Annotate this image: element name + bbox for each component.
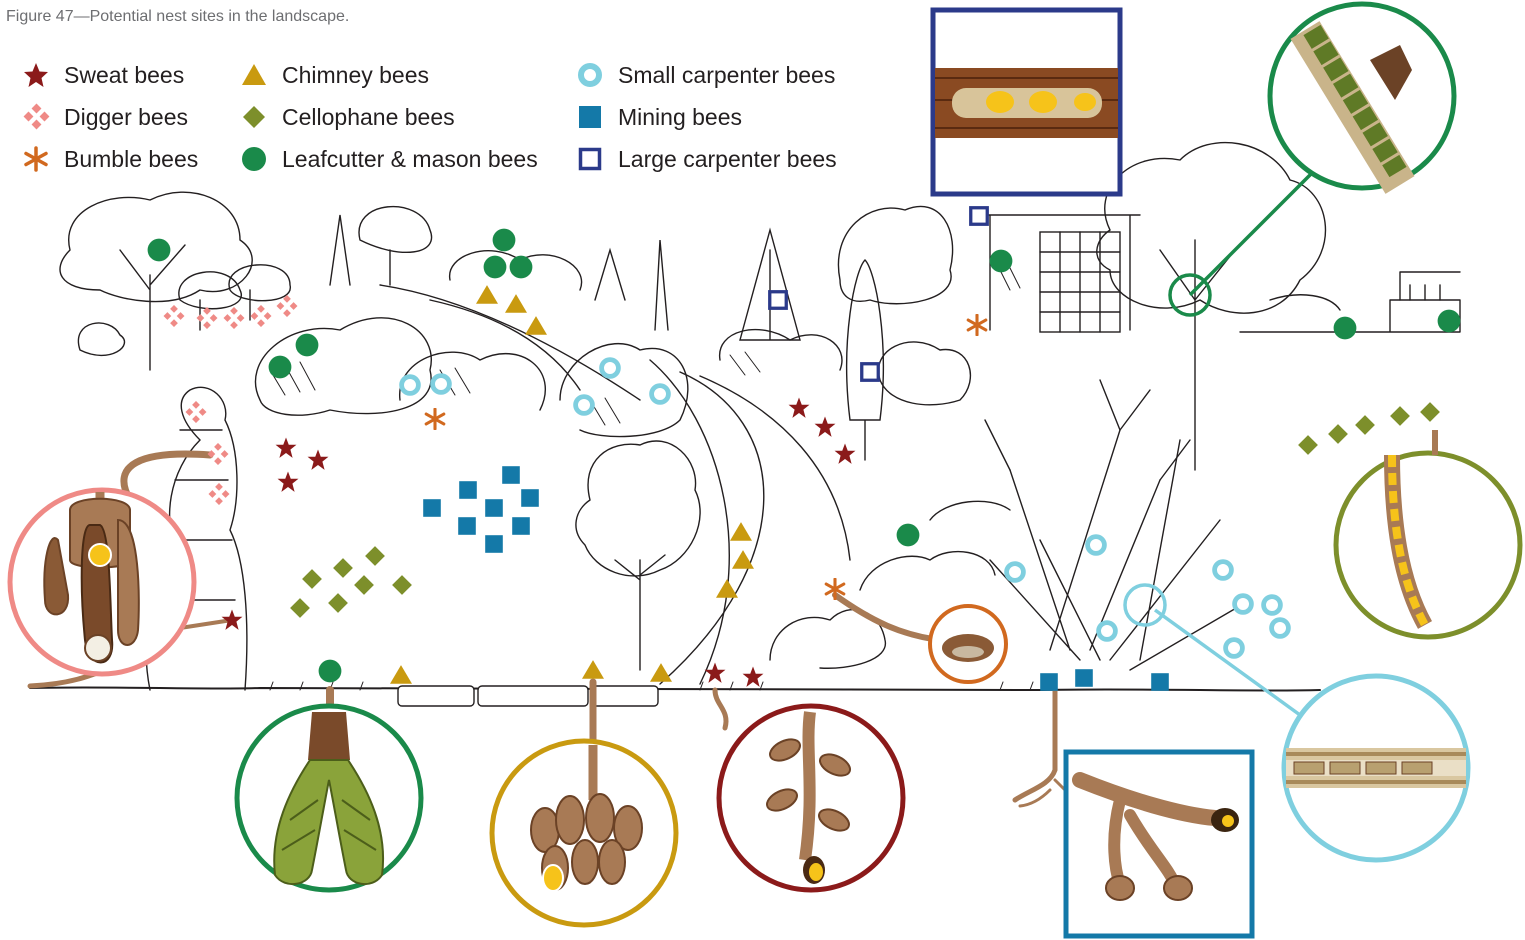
small-carpenter-bee-marker bbox=[402, 377, 419, 394]
small-carpenter-bee-marker bbox=[602, 360, 619, 377]
small-carpenter-bee-marker bbox=[576, 397, 593, 414]
mining-bee-marker bbox=[1075, 669, 1093, 687]
small-carpenter-bee-marker bbox=[1088, 537, 1105, 554]
cellophane-bee-marker bbox=[328, 593, 348, 613]
sweat-bee-marker bbox=[308, 450, 329, 470]
mining-bee-marker bbox=[512, 517, 530, 535]
leafcutter-mason-bee-marker bbox=[269, 356, 292, 379]
cellophane-bee-marker bbox=[1298, 435, 1318, 455]
small-carpenter-bee-marker bbox=[1099, 623, 1116, 640]
large-carpenter-bee-marker bbox=[971, 208, 988, 225]
cellophane-bee-marker bbox=[333, 558, 353, 578]
bumble-bee-nest-inset bbox=[930, 606, 1006, 682]
sweat-bee-marker bbox=[276, 438, 297, 458]
leafcutter-mason-bee-marker bbox=[148, 239, 171, 262]
cellophane-bee-marker bbox=[365, 546, 385, 566]
small-carpenter-bee-marker bbox=[1215, 562, 1232, 579]
small-carpenter-bee-marker bbox=[433, 376, 450, 393]
cellophane-bee-marker bbox=[1420, 402, 1440, 422]
cellophane-bee-marker bbox=[302, 569, 322, 589]
chimney-bee-marker bbox=[716, 579, 738, 598]
chimney-bee-marker bbox=[582, 660, 604, 679]
cellophane-bee-marker bbox=[354, 575, 374, 595]
chimney-bee-marker bbox=[525, 316, 547, 335]
leafcutter-mason-bee-marker bbox=[897, 524, 920, 547]
mining-bee-marker bbox=[459, 481, 477, 499]
bumble-bee-marker bbox=[968, 315, 986, 335]
cellophane-bee-marker bbox=[290, 598, 310, 618]
sweat-bee-marker bbox=[835, 444, 856, 464]
leafcutter-mason-bee-marker bbox=[296, 334, 319, 357]
small-carpenter-nest-highlight bbox=[1125, 585, 1165, 625]
small-carpenter-bee-marker bbox=[1226, 640, 1243, 657]
mining-bee-marker bbox=[1151, 673, 1169, 691]
digger-bee-marker bbox=[224, 307, 245, 329]
sweat-bee-marker bbox=[278, 472, 299, 492]
large-carpenter-bee-marker bbox=[770, 292, 787, 309]
chimney-bee-marker bbox=[505, 294, 527, 313]
leafcutter-mason-bee-marker bbox=[1334, 317, 1357, 340]
large-carpenter-bee-marker bbox=[862, 364, 879, 381]
digger-bee-marker bbox=[164, 305, 185, 327]
chimney-bee-marker bbox=[390, 665, 412, 684]
sweat-bee-nest-inset bbox=[719, 706, 903, 890]
mining-bee-marker bbox=[458, 517, 476, 535]
mining-bee-marker bbox=[485, 535, 503, 553]
sweat-bee-marker bbox=[815, 417, 836, 437]
small-carpenter-bee-marker bbox=[1264, 597, 1281, 614]
leafcutter-stem-nest-inset bbox=[1270, 4, 1454, 188]
digger-bee-marker bbox=[209, 483, 230, 505]
small-carpenter-bee-marker bbox=[1007, 564, 1024, 581]
leafcutter-mason-bee-marker bbox=[493, 229, 516, 252]
small-carpenter-bee-nest-inset bbox=[1284, 676, 1468, 860]
small-carpenter-bee-marker bbox=[1272, 620, 1289, 637]
mining-bee-marker bbox=[521, 489, 539, 507]
mining-bee-marker bbox=[485, 499, 503, 517]
sweat-bee-marker bbox=[789, 398, 810, 418]
cellophane-bee-marker bbox=[392, 575, 412, 595]
chimney-bee-marker bbox=[730, 522, 752, 541]
cellophane-bee-marker bbox=[1355, 415, 1375, 435]
leafcutter-mason-bee-marker bbox=[484, 256, 507, 279]
leafcutter-mason-bee-marker bbox=[990, 250, 1013, 273]
mining-bee-marker bbox=[423, 499, 441, 517]
digger-bee-marker bbox=[186, 401, 207, 423]
leafcutter-mason-bee-marker bbox=[319, 660, 342, 683]
landscape-line-art bbox=[30, 143, 1460, 706]
leafcutter-mason-bee-marker bbox=[510, 256, 533, 279]
leafcutter-ground-nest-inset bbox=[237, 706, 421, 890]
chimney-bee-marker bbox=[732, 550, 754, 569]
cellophane-bee-marker bbox=[1328, 424, 1348, 444]
sweat-bee-marker bbox=[743, 667, 764, 687]
chimney-bee-nest-inset bbox=[492, 741, 676, 925]
bumble-bee-marker bbox=[426, 409, 444, 429]
cellophane-bee-marker bbox=[1390, 406, 1410, 426]
chimney-bee-marker bbox=[650, 663, 672, 682]
small-carpenter-bee-marker bbox=[1235, 596, 1252, 613]
digger-bee-nest-inset bbox=[10, 490, 194, 674]
large-carpenter-bee-nest-inset bbox=[933, 10, 1120, 194]
mining-bee-marker bbox=[502, 466, 520, 484]
cellophane-bee-nest-inset bbox=[1336, 430, 1520, 637]
small-carpenter-bee-marker bbox=[652, 386, 669, 403]
digger-bee-marker bbox=[208, 443, 229, 465]
chimney-bee-marker bbox=[476, 285, 498, 304]
mining-bee-marker bbox=[1040, 673, 1058, 691]
leafcutter-mason-bee-marker bbox=[1438, 310, 1461, 333]
mining-bee-nest-inset bbox=[1066, 752, 1252, 936]
digger-bee-marker bbox=[251, 305, 272, 327]
